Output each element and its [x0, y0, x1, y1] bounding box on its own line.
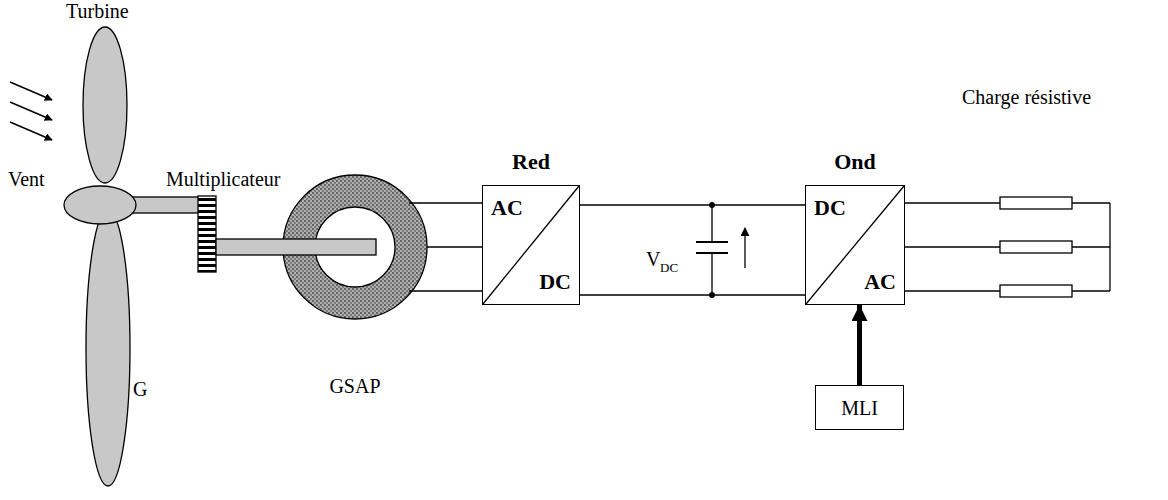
- gearbox-label: Multiplicateur: [166, 168, 280, 190]
- inverter-box: OndDCAC: [805, 185, 905, 305]
- resistive-load: [905, 197, 1110, 297]
- diagonal-stroke: [483, 186, 579, 304]
- load-label: Charge résistive: [962, 86, 1091, 108]
- node-text: AC: [491, 196, 523, 220]
- wire: [580, 204, 805, 205]
- shaft-label: G: [133, 378, 147, 400]
- turbine: [64, 27, 200, 486]
- wind-label: Vent: [8, 168, 45, 190]
- phase-wires: [409, 203, 482, 291]
- node-heading: MLI: [816, 397, 903, 419]
- pwm-box: MLI: [815, 385, 904, 430]
- node-heading: GSAP: [283, 375, 427, 397]
- dc-bus: [580, 205, 805, 295]
- turbine-label: Turbine: [66, 0, 129, 22]
- node-text: AC: [864, 270, 896, 294]
- gearbox: [198, 196, 216, 272]
- generator-node: GSAP: [283, 175, 427, 319]
- control-arrow: [857, 305, 862, 385]
- voltage-label: V: [646, 248, 660, 270]
- node-heading: Ond: [806, 150, 904, 174]
- node-text: DC: [539, 270, 571, 294]
- node-heading: Red: [483, 150, 579, 174]
- wire: [427, 246, 482, 247]
- output-shaft: [216, 239, 376, 255]
- wind-arrows: [10, 82, 52, 140]
- rectifier-box: RedACDC: [482, 185, 580, 305]
- junction-dots: [709, 202, 715, 298]
- node-text: DC: [814, 196, 846, 220]
- diagonal-stroke: [806, 186, 904, 304]
- voltage-subscript: DC: [660, 261, 678, 275]
